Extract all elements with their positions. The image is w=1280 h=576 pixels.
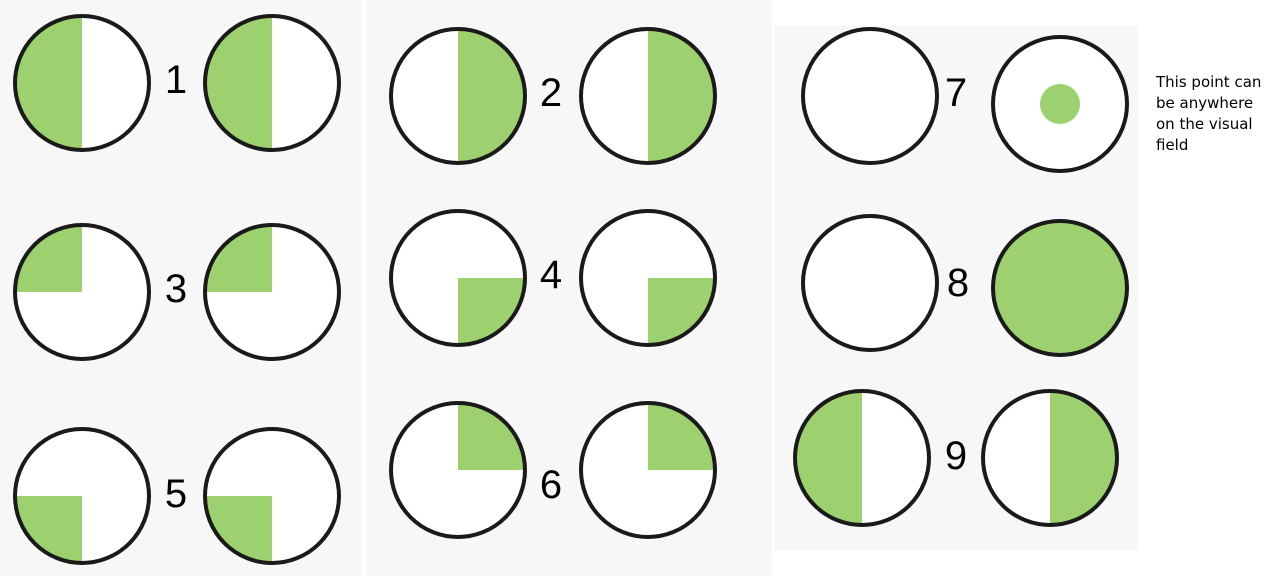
defect-7-right-eye	[991, 35, 1129, 173]
defect-number-5: 5	[165, 472, 187, 516]
defect-9-left-eye	[793, 389, 931, 527]
defect-number-2: 2	[540, 71, 562, 115]
defect-5-right-eye	[203, 427, 341, 565]
defect-2-right-eye	[579, 27, 717, 165]
defect-8-left-eye-outline	[801, 214, 939, 352]
defect-5-left-eye-outline	[13, 427, 151, 565]
defect-group-8: 8	[801, 214, 1129, 357]
defect-groups: 1 2 3 4 5 6 7 8 9	[13, 14, 1129, 565]
defect-number-9: 9	[945, 434, 967, 478]
defect-6-right-eye-outline	[579, 401, 717, 539]
defect-9-left-eye-outline	[793, 389, 931, 527]
defect-6-left-eye-outline	[389, 401, 527, 539]
defect-number-4: 4	[540, 253, 562, 297]
defect-number-3: 3	[165, 267, 187, 311]
defect-3-left-eye	[13, 223, 151, 361]
defect-group-4: 4	[389, 209, 717, 347]
defect-group-2: 2	[389, 27, 717, 165]
defect-9-right-eye-outline	[981, 389, 1119, 527]
defect-7-right-eye-outline	[991, 35, 1129, 173]
defect-number-8: 8	[947, 261, 969, 305]
note-text: This point can be anywhere on the visual…	[1156, 73, 1262, 154]
defect-1-right-eye	[203, 14, 341, 152]
defect-7-left-eye	[801, 27, 939, 165]
defect-group-9: 9	[793, 389, 1119, 527]
defect-9-right-eye	[981, 389, 1119, 527]
defect-2-left-eye	[389, 27, 527, 165]
defect-3-left-eye-outline	[13, 223, 151, 361]
defect-1-right-eye-outline	[203, 14, 341, 152]
defect-group-6: 6	[389, 401, 717, 539]
defect-group-5: 5	[13, 427, 341, 565]
defect-7-left-eye-outline	[801, 27, 939, 165]
defect-number-7: 7	[945, 71, 967, 115]
defect-2-left-eye-outline	[389, 27, 527, 165]
defect-5-left-eye	[13, 427, 151, 565]
defect-number-1: 1	[165, 58, 187, 102]
defect-7-right-eye-affected-area	[1040, 84, 1080, 124]
defect-4-left-eye	[389, 209, 527, 347]
defect-8-left-eye	[801, 214, 939, 352]
defect-2-right-eye-outline	[579, 27, 717, 165]
defect-8-right-eye	[991, 219, 1129, 357]
defect-group-7: 7	[801, 27, 1129, 173]
defect-4-right-eye-outline	[579, 209, 717, 347]
defect-8-right-eye-affected-area	[993, 221, 1127, 355]
defect-5-right-eye-outline	[203, 427, 341, 565]
defect-3-right-eye	[203, 223, 341, 361]
defect-8-left-eye-background	[803, 216, 937, 350]
defect-4-right-eye	[579, 209, 717, 347]
defect-6-left-eye	[389, 401, 527, 539]
defect-6-right-eye	[579, 401, 717, 539]
defect-7-left-eye-background	[803, 29, 937, 163]
defect-number-6: 6	[540, 463, 562, 507]
defect-4-left-eye-outline	[389, 209, 527, 347]
defect-1-left-eye-outline	[13, 14, 151, 152]
defect-3-right-eye-outline	[203, 223, 341, 361]
defect-8-right-eye-outline	[991, 219, 1129, 357]
defect-1-left-eye	[13, 14, 151, 152]
defect-group-3: 3	[13, 223, 341, 361]
